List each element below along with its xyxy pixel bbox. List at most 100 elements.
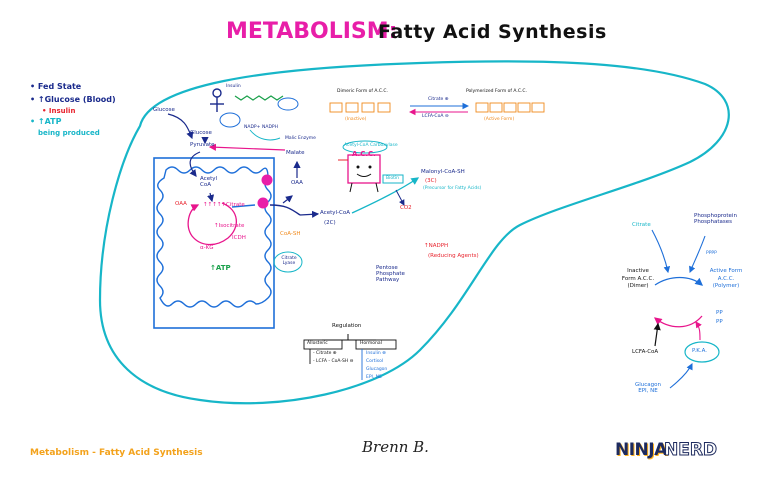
lcfa-inhibitor: LCFA-CoA ⊖: [422, 114, 449, 119]
acetyl-coa-mito-label: Acetyl CoA: [200, 176, 218, 188]
reg-epi-ne: EPI, NE: [366, 375, 382, 380]
pka-label: P.K.A.: [692, 348, 707, 354]
phosphatase-label: Phosphoprotein Phosphatases: [694, 213, 737, 225]
pyruvate-label: Pyruvate: [190, 142, 215, 148]
legend-atp-produced: being produced: [38, 129, 100, 137]
page-title: METABOLISM:: [226, 19, 398, 44]
dimeric-title: Dimeric Form of A.C.C.: [337, 89, 388, 94]
coa-sh-label: CoA-SH: [280, 231, 301, 237]
oaa-mito-label: OAA: [175, 201, 187, 207]
insulin-label: Insulin: [226, 84, 241, 89]
malic-enzyme-label: Malic Enzyme: [285, 136, 316, 141]
acc-note: Acetyl-CoA Carboxylase: [344, 143, 398, 148]
biotin-label: Biotin: [386, 176, 399, 181]
mitochondrion-inner: [156, 166, 272, 308]
biotin-box: [382, 174, 404, 184]
reducing-agents-label: (Reducing Agents): [428, 253, 479, 259]
polymerized-sub: (Active Form): [484, 117, 515, 122]
citrate-lyase-label: Citrate Lyase: [281, 256, 297, 266]
nadph-label: ↑NADPH: [424, 243, 449, 249]
dimeric-acc-boxes: [329, 102, 391, 113]
three-carbon-label: (3C): [425, 178, 437, 184]
logo-backdrop: [610, 438, 718, 466]
dimeric-sub: (Inactive): [345, 117, 367, 122]
citrate-transporter-top: [261, 174, 273, 186]
pppp-mark: PPPP: [706, 251, 717, 256]
logo-ninja: NINJA: [615, 440, 667, 460]
right-lcfa-label: LCFA-CoA: [632, 349, 659, 355]
precursor-label: (Precursor for Fatty Acids): [423, 186, 482, 191]
hormonal-box: [355, 339, 397, 350]
allosteric-box: [303, 339, 343, 350]
activation-arc: [654, 276, 703, 286]
pyruvate-to-acetylcoa-arrow: [189, 151, 201, 177]
acetylcoa-to-citrate-arrow: [207, 192, 215, 203]
cell-membrane: [98, 60, 730, 405]
right-glucagon-label: Glucagon EPI, NE: [634, 382, 661, 394]
glucose-cell-label: Glucose: [190, 130, 212, 136]
citrate-cyto-line: [269, 204, 301, 216]
citrate-mito-label: ↑↑↑↑↑Citrate: [203, 202, 245, 208]
atp-mito-label: ↑ATP: [210, 264, 231, 272]
right-citrate-label: Citrate: [632, 222, 651, 228]
legend-atp: • ↑ATP: [30, 117, 62, 126]
acetyl-coa-cyto-label: Acetyl-CoA: [320, 210, 350, 216]
pka-arrow: [695, 321, 702, 341]
acc-label: A.C.C.: [352, 150, 376, 158]
citrate-lyase-blob: [273, 251, 303, 273]
nadp-small-label: NADP+: [244, 125, 261, 130]
two-carbon-label: (2C): [324, 220, 336, 226]
legend-fed-state: • Fed State: [30, 82, 82, 91]
pp-mark-1: PP: [716, 310, 723, 316]
isocitrate-label: ↑Isocitrate: [214, 223, 245, 229]
citrate-to-oaa-arrow: [282, 195, 293, 204]
malate-to-pyruvate-arrow: [208, 143, 286, 151]
nadph-curve: [249, 129, 281, 141]
legend-insulin: • Insulin: [42, 107, 76, 115]
acc-enzyme-box: [347, 154, 381, 184]
hormonal-label: Hormonal: [360, 341, 382, 346]
citrate-arrow: [651, 229, 671, 274]
polymerized-acc-boxes: [475, 102, 545, 113]
malonyl-coa-label: Malonyl-CoA-SH: [421, 169, 465, 175]
regulation-title: Regulation: [332, 323, 362, 329]
pp-mark-2: PP: [716, 319, 723, 325]
logo-nerd: NERD: [663, 440, 718, 460]
co2-arrow: [395, 189, 405, 206]
acetylcoa-to-malonyl-arrow: [351, 177, 420, 214]
polymerized-title: Polymerized Form of A.C.C.: [466, 89, 527, 94]
page-subtitle: Fatty Acid Synthesis: [378, 21, 607, 43]
glucose-blood-label: Glucose: [153, 107, 175, 113]
reg-cortisol: Cortisol: [366, 359, 384, 364]
akg-label: α-KG: [200, 245, 214, 251]
glucose-entry-arrow: [167, 113, 194, 140]
citrate-export-arrow: [231, 204, 256, 208]
citrate-activator: Citrate ⊕: [428, 97, 449, 102]
malate-label: Malate: [286, 150, 305, 156]
mitochondrion-outer: [153, 157, 275, 329]
co2-label: CO2: [400, 205, 412, 211]
footer-title: Metabolism - Fatty Acid Synthesis: [30, 448, 203, 458]
oaa-cyto-label: OAA: [291, 180, 303, 186]
phosphatase-arrow: [689, 235, 706, 274]
insulin-signal-line: [234, 95, 284, 101]
ppp-blob: [219, 112, 241, 128]
legend-glucose: • ↑Glucose (Blood): [30, 95, 116, 104]
reg-lcfa: - LCFA - CoA-SH ⊖: [313, 359, 354, 364]
signature: Brenn B.: [362, 438, 429, 456]
active-form-label: Active Form A.C.C. (Polymer): [709, 268, 743, 290]
pka-blob: [684, 341, 720, 363]
tca-cycle: [187, 202, 237, 246]
citrate-lyase-arrow: [299, 210, 320, 218]
ppp-label: Pentose Phosphate Pathway: [376, 265, 405, 283]
icdh-label: ICDH: [232, 235, 246, 241]
inactivation-arc: [653, 315, 703, 328]
reg-glucagon: Glucagon: [366, 367, 388, 372]
insulin-receptor-head: [212, 88, 222, 98]
allosteric-label: Allosteric: [307, 341, 328, 346]
inactive-form-label: Inactive Form A.C.C. (Dimer): [621, 268, 655, 290]
lcfa-arrow: [653, 322, 661, 347]
citrate-transporter: [257, 197, 269, 209]
nadph-small-label: NADPH: [262, 125, 279, 130]
